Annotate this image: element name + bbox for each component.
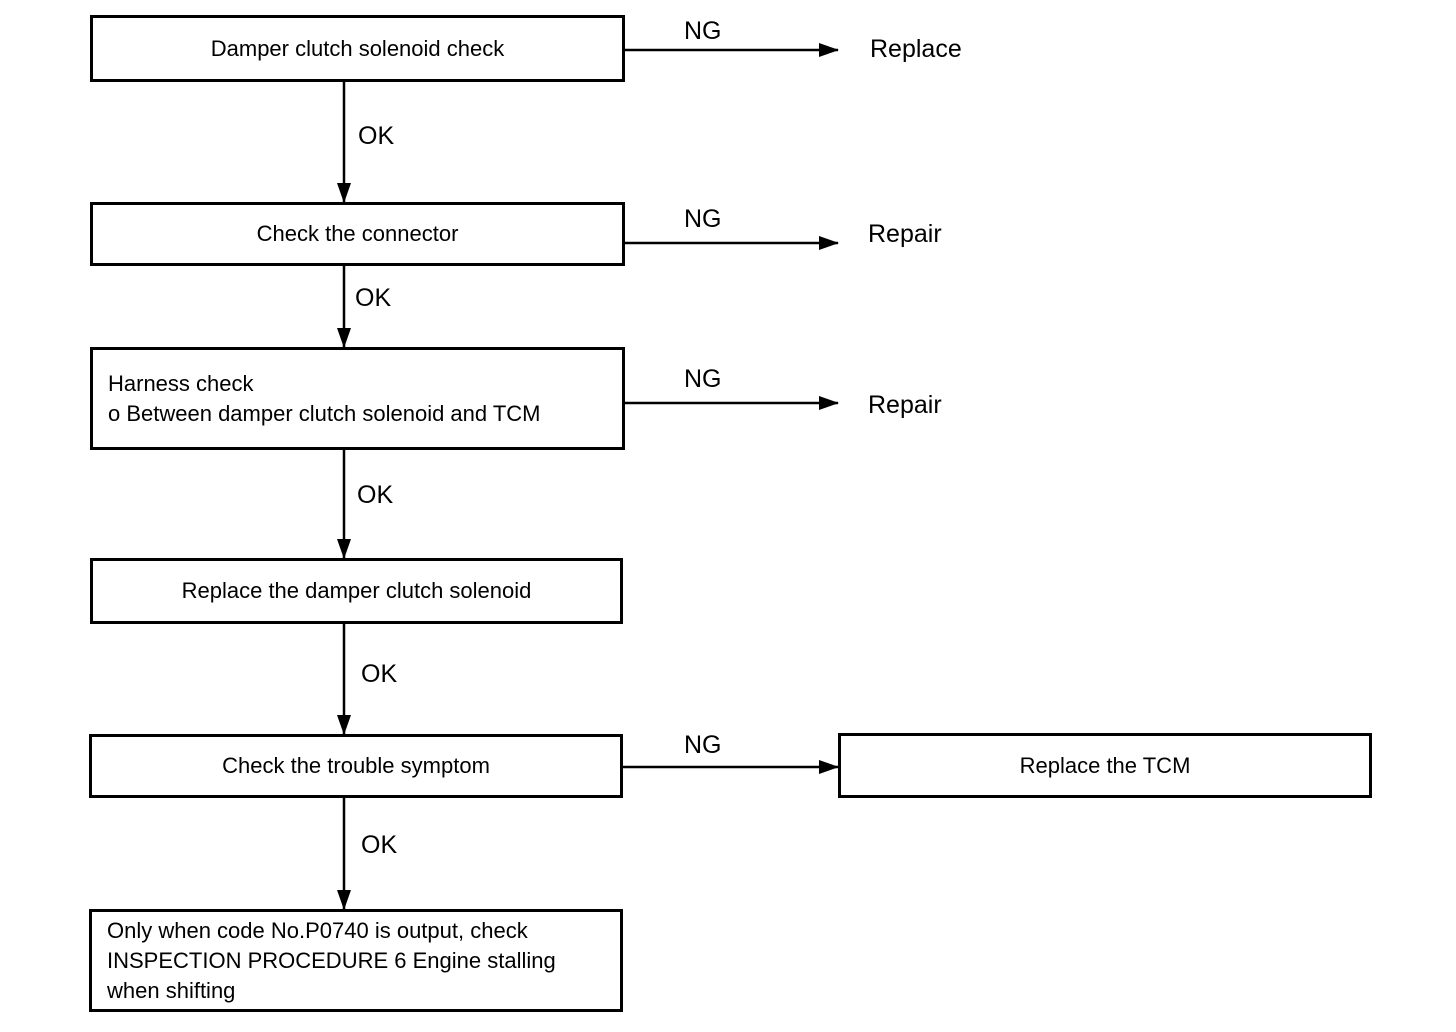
step-check-connector: Check the connector [90,202,625,266]
ok-label: OK [357,481,394,509]
step-label: Damper clutch solenoid check [210,35,505,61]
outcome-replace: Replace [870,35,962,63]
outcome-label: Replace the TCM [1019,752,1191,778]
note-line: INSPECTION PROCEDURE 6 Engine stalling [107,947,556,973]
step-label: Harness check [108,370,254,396]
step-label: Check the connector [256,221,459,246]
ok-label: OK [361,660,398,688]
step-label: Replace the damper clutch solenoid [181,578,532,603]
outcome-repair-connector: Repair [868,220,942,248]
note-line: Only when code No.P0740 is output, check [107,917,528,943]
outcome-replace-tcm: Replace the TCM [838,733,1372,798]
step-label: Check the trouble symptom [222,753,490,778]
step-harness-check: Harness check o Between damper clutch so… [90,347,625,450]
ng-label: NG [684,17,722,45]
ok-label: OK [358,122,395,150]
step-sub-item: o Between damper clutch solenoid and TCM [108,400,541,426]
ok-label: OK [361,831,398,859]
outcome-repair-harness: Repair [868,391,942,419]
ng-label: NG [684,205,722,233]
step-replace-solenoid: Replace the damper clutch solenoid [90,558,623,624]
ng-label: NG [684,731,722,759]
step-check-trouble-symptom: Check the trouble symptom [89,734,623,798]
ok-label: OK [355,284,392,312]
step-damper-clutch-solenoid-check: Damper clutch solenoid check [90,15,625,82]
ng-label: NG [684,365,722,393]
step-inspection-note: Only when code No.P0740 is output, check… [89,909,623,1012]
note-line: when shifting [107,977,236,1003]
